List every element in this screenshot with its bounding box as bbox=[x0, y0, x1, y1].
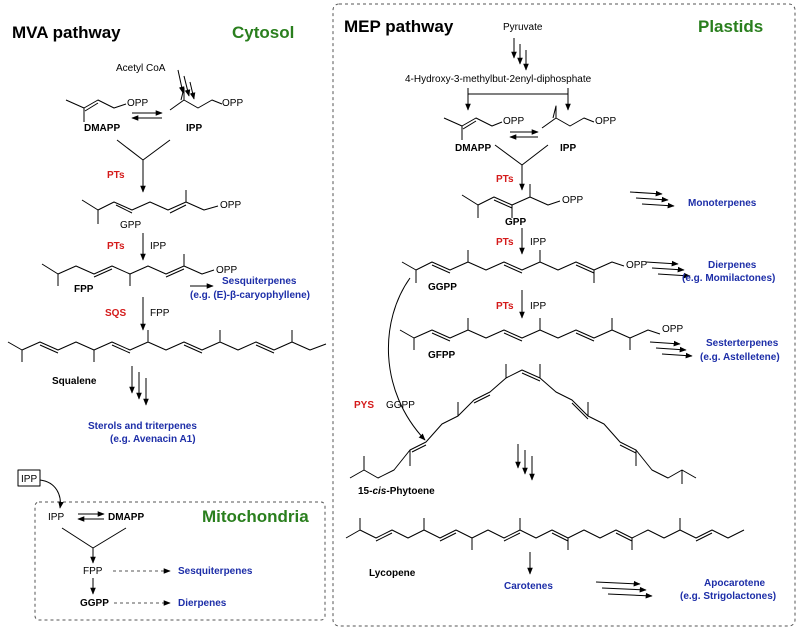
ipp-label: IPP bbox=[186, 123, 202, 134]
mito-title: Mitochondria bbox=[202, 507, 309, 526]
ipp-cofactor-1: IPP bbox=[150, 241, 166, 252]
ipp-transport-label: IPP bbox=[21, 474, 37, 485]
ipp-transport-box bbox=[17, 469, 41, 487]
mep-gpp-structure bbox=[461, 184, 561, 218]
sesquiterpenes-label: Sesquiterpenes bbox=[222, 276, 297, 287]
multi-step-arrows bbox=[515, 444, 535, 481]
apocarotene-example: (e.g. Strigolactones) bbox=[680, 591, 776, 602]
mito-dmapp: DMAPP bbox=[108, 512, 144, 523]
apocarotene-label: Apocarotene bbox=[704, 578, 766, 589]
ggpp-structure bbox=[401, 250, 625, 283]
lycopene-label: Lycopene bbox=[369, 568, 416, 579]
plastids-label: Plastids bbox=[698, 17, 763, 36]
monoterpenes-label: Monoterpenes bbox=[688, 198, 757, 209]
pys-cofactor: GGPP bbox=[386, 400, 415, 411]
pts-label-1: PTs bbox=[107, 170, 125, 181]
multi-step-arrows bbox=[629, 190, 675, 209]
mep-dmapp-opp: OPP bbox=[503, 116, 524, 127]
cytosol-label: Cytosol bbox=[232, 23, 294, 42]
multi-step-arrows bbox=[511, 38, 529, 71]
mep-title: MEP pathway bbox=[344, 17, 454, 36]
squalene-label: Squalene bbox=[52, 376, 97, 387]
sterols-label: Sterols and triterpenes bbox=[88, 421, 197, 432]
multi-step-arrows bbox=[595, 580, 653, 599]
pyruvate-label: Pyruvate bbox=[503, 22, 543, 33]
mito-sesquiterpenes: Sesquiterpenes bbox=[178, 566, 253, 577]
dmapp-opp: OPP bbox=[127, 98, 148, 109]
mep-ipp-structure bbox=[541, 105, 595, 129]
mep-dmapp-label: DMAPP bbox=[455, 143, 491, 154]
dierpenes-example: (e.g. Momilactones) bbox=[682, 273, 775, 284]
mep-ipp-cofactor-2: IPP bbox=[530, 301, 546, 312]
plastid-panel bbox=[332, 3, 796, 627]
mep-dmapp-structure bbox=[443, 117, 503, 140]
mitochondria-panel bbox=[34, 501, 326, 621]
multi-step-arrows bbox=[645, 260, 691, 279]
fpp-structure bbox=[41, 254, 215, 286]
gpp-label: GPP bbox=[120, 220, 141, 231]
sqs-label: SQS bbox=[105, 308, 126, 319]
fpp-opp: OPP bbox=[216, 265, 237, 276]
gfpp-structure bbox=[399, 318, 661, 350]
sesterterpenes-example: (e.g. Astelletene) bbox=[700, 352, 780, 363]
pts-label-2: PTs bbox=[107, 241, 125, 252]
mep-ipp-label: IPP bbox=[560, 143, 576, 154]
mep-ipp-cofactor-1: IPP bbox=[530, 237, 546, 248]
phytoene-label: 15-cis-Phytoene bbox=[358, 486, 435, 497]
multi-step-arrows bbox=[649, 340, 693, 359]
multi-step-arrows bbox=[129, 366, 149, 406]
mito-dierpenes: Dierpenes bbox=[178, 598, 227, 609]
fpp-label: FPP bbox=[74, 284, 94, 295]
gfpp-label: GFPP bbox=[428, 350, 456, 361]
fpp-cofactor: FPP bbox=[150, 308, 170, 319]
dmapp-label: DMAPP bbox=[84, 123, 120, 134]
mito-ipp: IPP bbox=[48, 512, 64, 523]
ipp-structure bbox=[169, 87, 223, 111]
mito-ggpp: GGPP bbox=[80, 598, 109, 609]
mep-pts-label-1: PTs bbox=[496, 174, 514, 185]
mep-gpp-opp: OPP bbox=[562, 195, 583, 206]
gpp-structure bbox=[81, 190, 219, 224]
squalene-structure bbox=[7, 330, 327, 362]
mep-gpp-label: GPP bbox=[505, 217, 526, 228]
mep-pts-label-3: PTs bbox=[496, 301, 514, 312]
ggpp-opp: OPP bbox=[626, 260, 647, 271]
acetyl-coa-label: Acetyl CoA bbox=[116, 63, 166, 74]
phytoene-structure bbox=[349, 364, 697, 484]
lycopene-structure bbox=[345, 518, 745, 550]
dierpenes-label: Dierpenes bbox=[708, 260, 757, 271]
mito-fpp: FPP bbox=[83, 566, 103, 577]
mep-ipp-opp: OPP bbox=[595, 116, 616, 127]
sesquiterpenes-example: (e.g. (E)-β-caryophyllene) bbox=[190, 290, 310, 301]
sesterterpenes-label: Sesterterpenes bbox=[706, 338, 779, 349]
hmbpp-label: 4-Hydroxy-3-methylbut-2enyl-diphosphate bbox=[405, 74, 592, 85]
pys-label: PYS bbox=[354, 400, 374, 411]
sterols-example: (e.g. Avenacin A1) bbox=[110, 434, 196, 445]
carotenes-label: Carotenes bbox=[504, 581, 553, 592]
dmapp-structure bbox=[65, 99, 127, 122]
multi-step-arrows bbox=[177, 69, 196, 100]
mep-pts-label-2: PTs bbox=[496, 237, 514, 248]
gpp-opp: OPP bbox=[220, 200, 241, 211]
ipp-opp: OPP bbox=[222, 98, 243, 109]
ggpp-label: GGPP bbox=[428, 282, 457, 293]
gfpp-opp: OPP bbox=[662, 324, 683, 335]
mva-title: MVA pathway bbox=[12, 23, 121, 42]
